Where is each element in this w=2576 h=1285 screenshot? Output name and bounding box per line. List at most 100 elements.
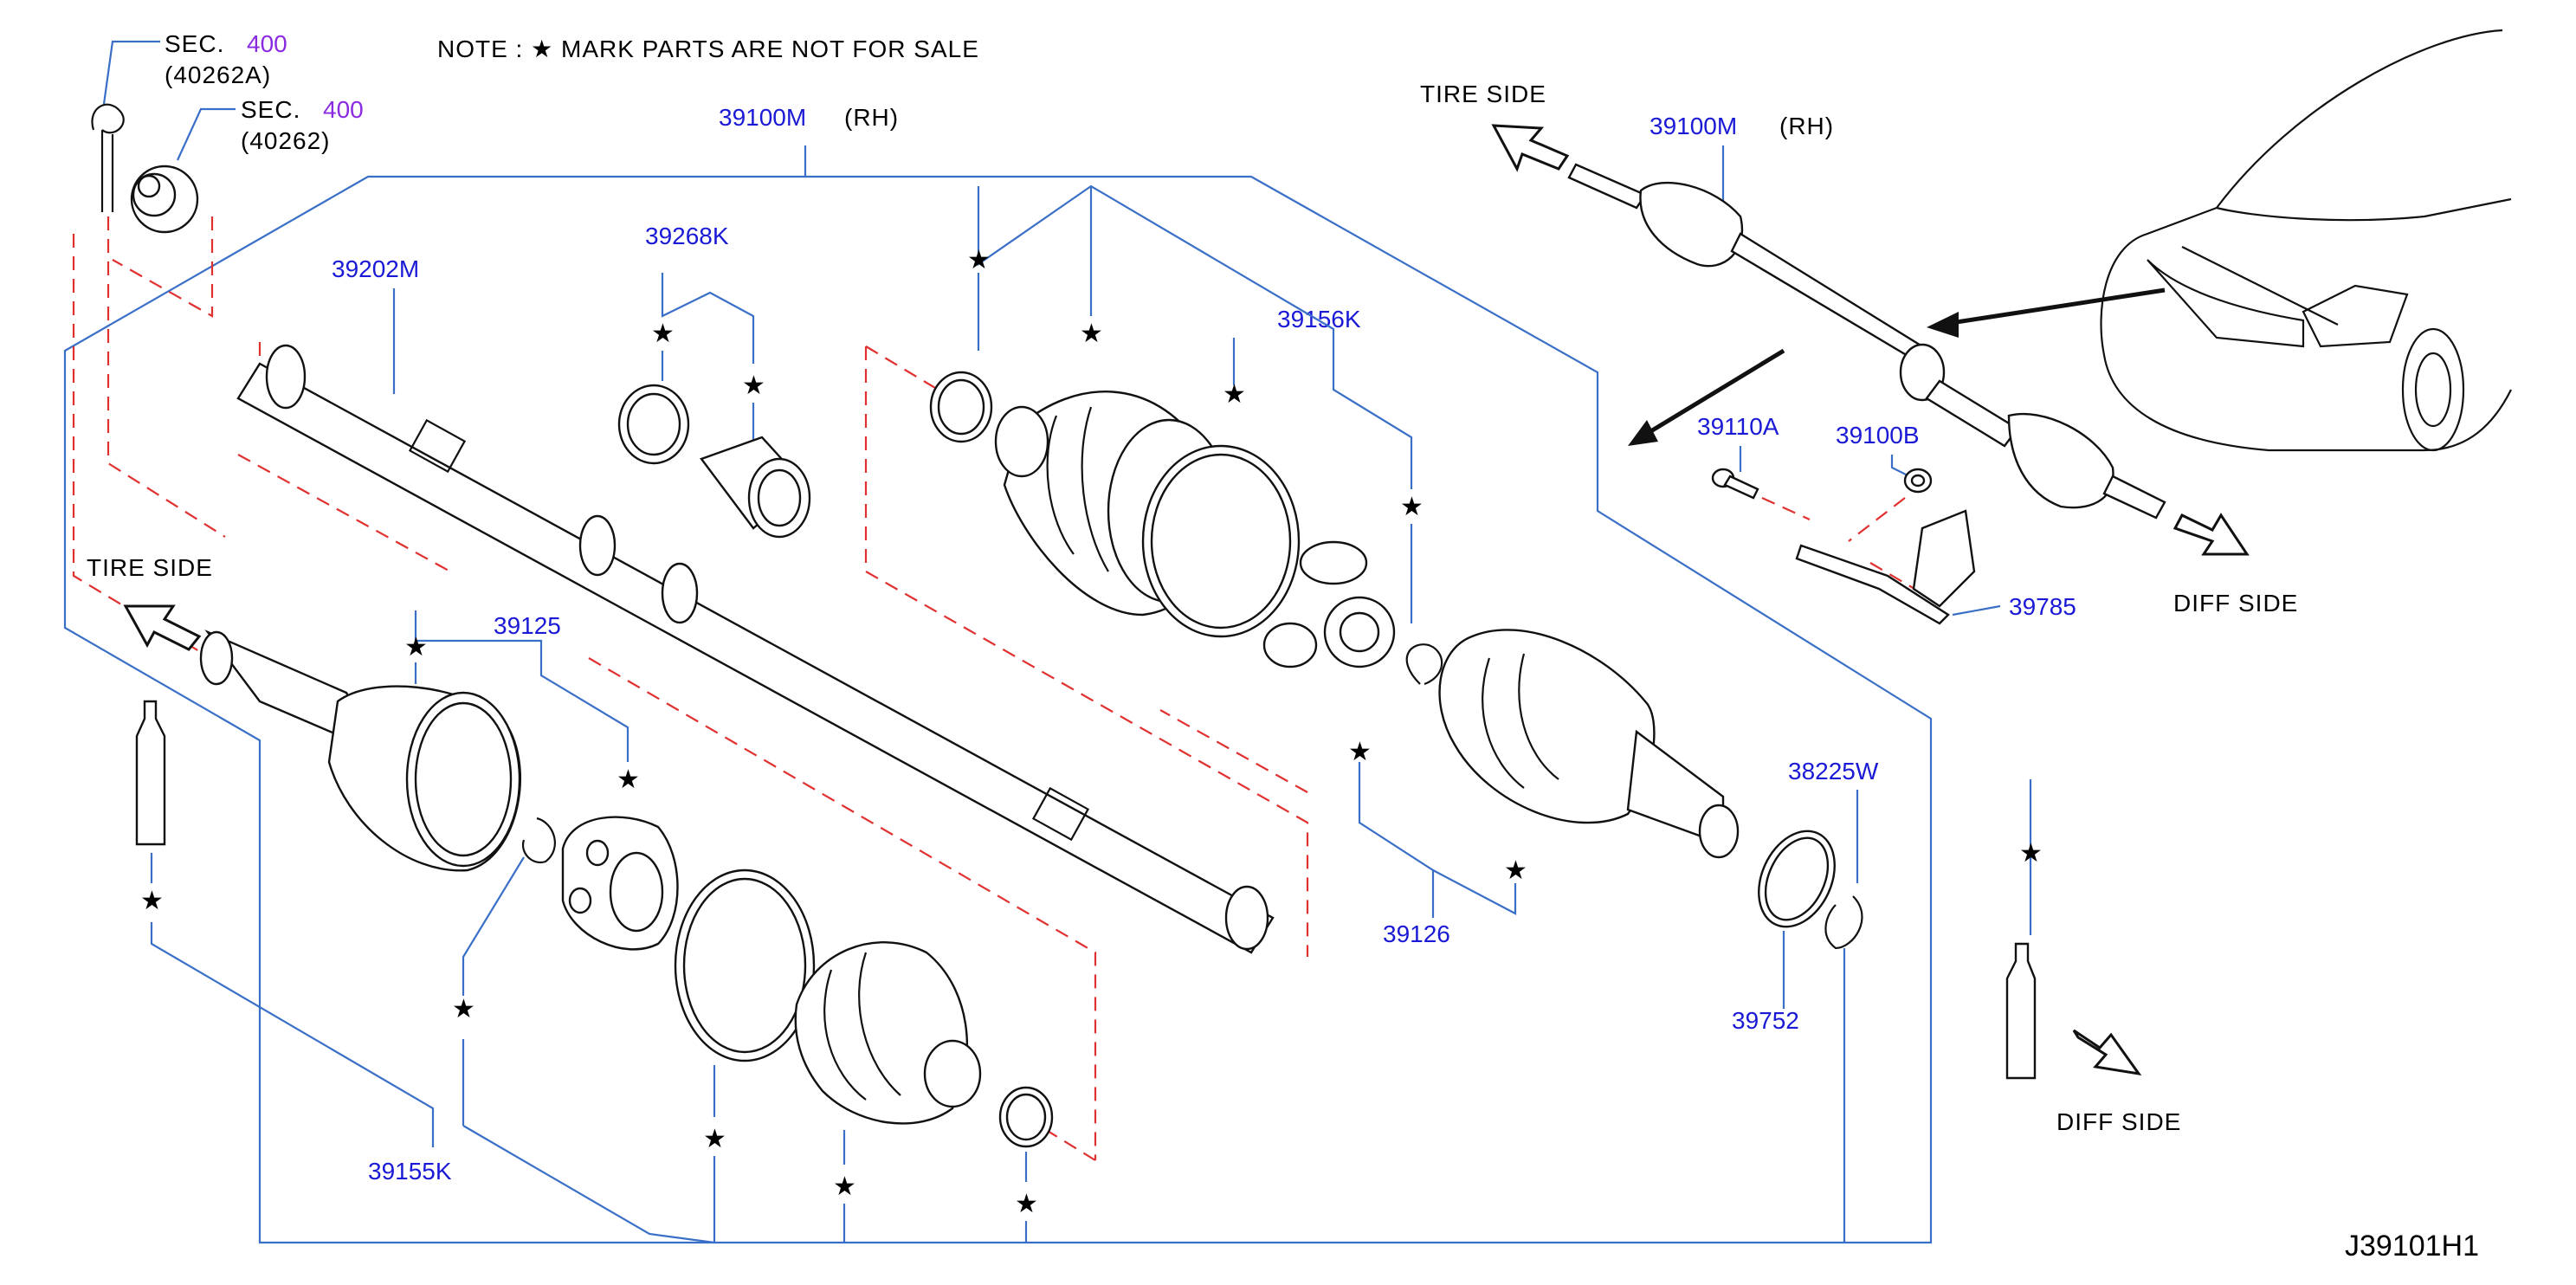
note-text: NOTE : ★ MARK PARTS ARE NOT FOR SALE: [437, 36, 979, 62]
dash-guide: [865, 345, 953, 399]
star-mark: ★: [742, 371, 765, 401]
leader-39155k-c: [462, 856, 525, 996]
dash-guide: [72, 234, 226, 668]
callout-39100b[interactable]: 39100B: [1836, 422, 1920, 449]
assembled-driveshaft-part[interactable]: [1567, 163, 2166, 520]
cotter-pin-part[interactable]: [91, 103, 125, 212]
star-mark: ★: [651, 319, 675, 349]
sec-label: SEC.: [241, 96, 300, 123]
callout-39100m-inset[interactable]: 39100M (RH): [1650, 113, 1834, 139]
dash-guide: [237, 454, 451, 572]
shaft-39202m-part[interactable]: [236, 344, 1275, 954]
boot-band-large-part[interactable]: [1141, 444, 1301, 638]
part-number[interactable]: 39100M: [1650, 113, 1737, 139]
part-number[interactable]: 39268K: [645, 223, 729, 249]
leader-39126-b: [1432, 869, 1517, 915]
vehicle-outline-part: [2100, 29, 2512, 452]
nut-39100b-part[interactable]: [1903, 468, 1933, 494]
part-number[interactable]: 39785: [2009, 593, 2076, 620]
damper-weight-part[interactable]: [700, 436, 811, 539]
leader-39155k: [150, 922, 435, 1147]
part-number[interactable]: 39110A: [1697, 413, 1779, 440]
dash-guide: [1159, 709, 1308, 793]
dash-guide: [107, 216, 226, 538]
leader-39268k: [661, 273, 755, 364]
dash-guide: [864, 346, 1309, 957]
leader-sec-40262a: [102, 40, 160, 105]
snap-ring-38225w-part[interactable]: [1824, 895, 1863, 950]
diff-arrow-right-icon: [2172, 513, 2250, 556]
star-mark: ★: [703, 1124, 726, 1154]
part-number[interactable]: 39126: [1383, 920, 1450, 947]
star-mark: ★: [1348, 737, 1372, 767]
star-mark: ★: [140, 886, 164, 916]
callout-39155k[interactable]: 39155K: [368, 1158, 452, 1185]
star-mark: ★: [1504, 856, 1527, 886]
tire-side-left-label: TIRE SIDE: [87, 554, 213, 581]
callout-39785[interactable]: 39785: [2009, 593, 2076, 620]
sec-label: SEC.: [165, 30, 224, 57]
part-number[interactable]: 39752: [1732, 1007, 1799, 1034]
tripod-joint-part[interactable]: [1262, 540, 1396, 668]
sec-code: (40262): [241, 127, 331, 154]
leader-39100m-main-right: [805, 175, 1933, 1244]
boot-band-small-lower-part[interactable]: [998, 1086, 1054, 1148]
star-mark: ★: [1223, 379, 1246, 410]
rh-label: (RH): [1779, 113, 1834, 139]
boot-band-large-lower-part[interactable]: [674, 869, 816, 1062]
diff-side-bottom-label: DIFF SIDE: [2056, 1108, 2181, 1135]
callout-39268k[interactable]: 39268K: [645, 223, 729, 249]
tire-side-top-label: TIRE SIDE: [1420, 81, 1546, 107]
star-mark: ★: [833, 1172, 856, 1202]
bolt-39110a-part[interactable]: [1711, 468, 1759, 500]
callout-39752[interactable]: 39752: [1732, 1007, 1799, 1034]
outer-cv-joint-part[interactable]: [199, 630, 521, 872]
inner-housing-part[interactable]: [1438, 629, 1740, 859]
part-number[interactable]: 39100B: [1836, 422, 1920, 449]
section-ref-40262a[interactable]: SEC. 400 (40262A): [165, 30, 287, 88]
callout-39156k[interactable]: 39156K: [1277, 306, 1361, 333]
snap-ring-left-part[interactable]: [521, 817, 556, 864]
bracket-39785-part[interactable]: [1795, 509, 1976, 625]
snap-ring-upper-part[interactable]: [1405, 643, 1443, 686]
star-mark: ★: [617, 765, 640, 795]
tire-arrow-top-icon: [1491, 124, 1570, 172]
star-mark: ★: [1400, 492, 1424, 522]
section-ref-40262[interactable]: SEC. 400 (40262): [241, 96, 364, 154]
part-number[interactable]: 39125: [494, 612, 561, 639]
leader-39155k-d: [462, 1125, 715, 1244]
seal-ring-39752-part[interactable]: [1744, 819, 1850, 940]
part-number[interactable]: 39100M: [719, 104, 806, 131]
grease-tube-left-part[interactable]: [135, 700, 166, 846]
callout-39110a[interactable]: 39110A: [1697, 413, 1779, 440]
callout-39125[interactable]: 39125: [494, 612, 561, 639]
grease-tube-right-part[interactable]: [2005, 942, 2037, 1080]
big-arrow-left-icon: [1628, 287, 2166, 446]
leader-39785: [1952, 604, 2001, 617]
dash-guide: [112, 216, 214, 318]
damper-clamp-part[interactable]: [617, 384, 690, 465]
part-number[interactable]: 39156K: [1277, 306, 1361, 333]
leader-39156k: [977, 184, 1413, 489]
dash-guide: [588, 657, 1097, 1160]
callout-38225w[interactable]: 38225W: [1788, 758, 1879, 785]
diff-arrow-bottom-icon: [2072, 1029, 2142, 1076]
star-mark: ★: [967, 245, 991, 275]
star-mark: ★: [404, 632, 428, 662]
callout-39126[interactable]: 39126: [1383, 920, 1450, 947]
leader-sec-40262: [176, 107, 236, 161]
part-number[interactable]: 39155K: [368, 1158, 452, 1185]
ball-cage-part[interactable]: [561, 816, 679, 951]
boot-outer-part[interactable]: [794, 941, 982, 1125]
callout-39100m-main[interactable]: 39100M (RH): [719, 104, 899, 131]
star-mark: ★: [1015, 1189, 1038, 1219]
axle-nut-part[interactable]: [130, 165, 199, 234]
star-mark: ★: [2019, 838, 2043, 869]
boot-band-small-part[interactable]: [929, 371, 993, 443]
sec-number[interactable]: 400: [247, 30, 287, 57]
sec-number[interactable]: 400: [323, 96, 364, 123]
part-number[interactable]: 39202M: [332, 255, 419, 282]
callout-39202m[interactable]: 39202M: [332, 255, 419, 282]
part-number[interactable]: 38225W: [1788, 758, 1879, 785]
